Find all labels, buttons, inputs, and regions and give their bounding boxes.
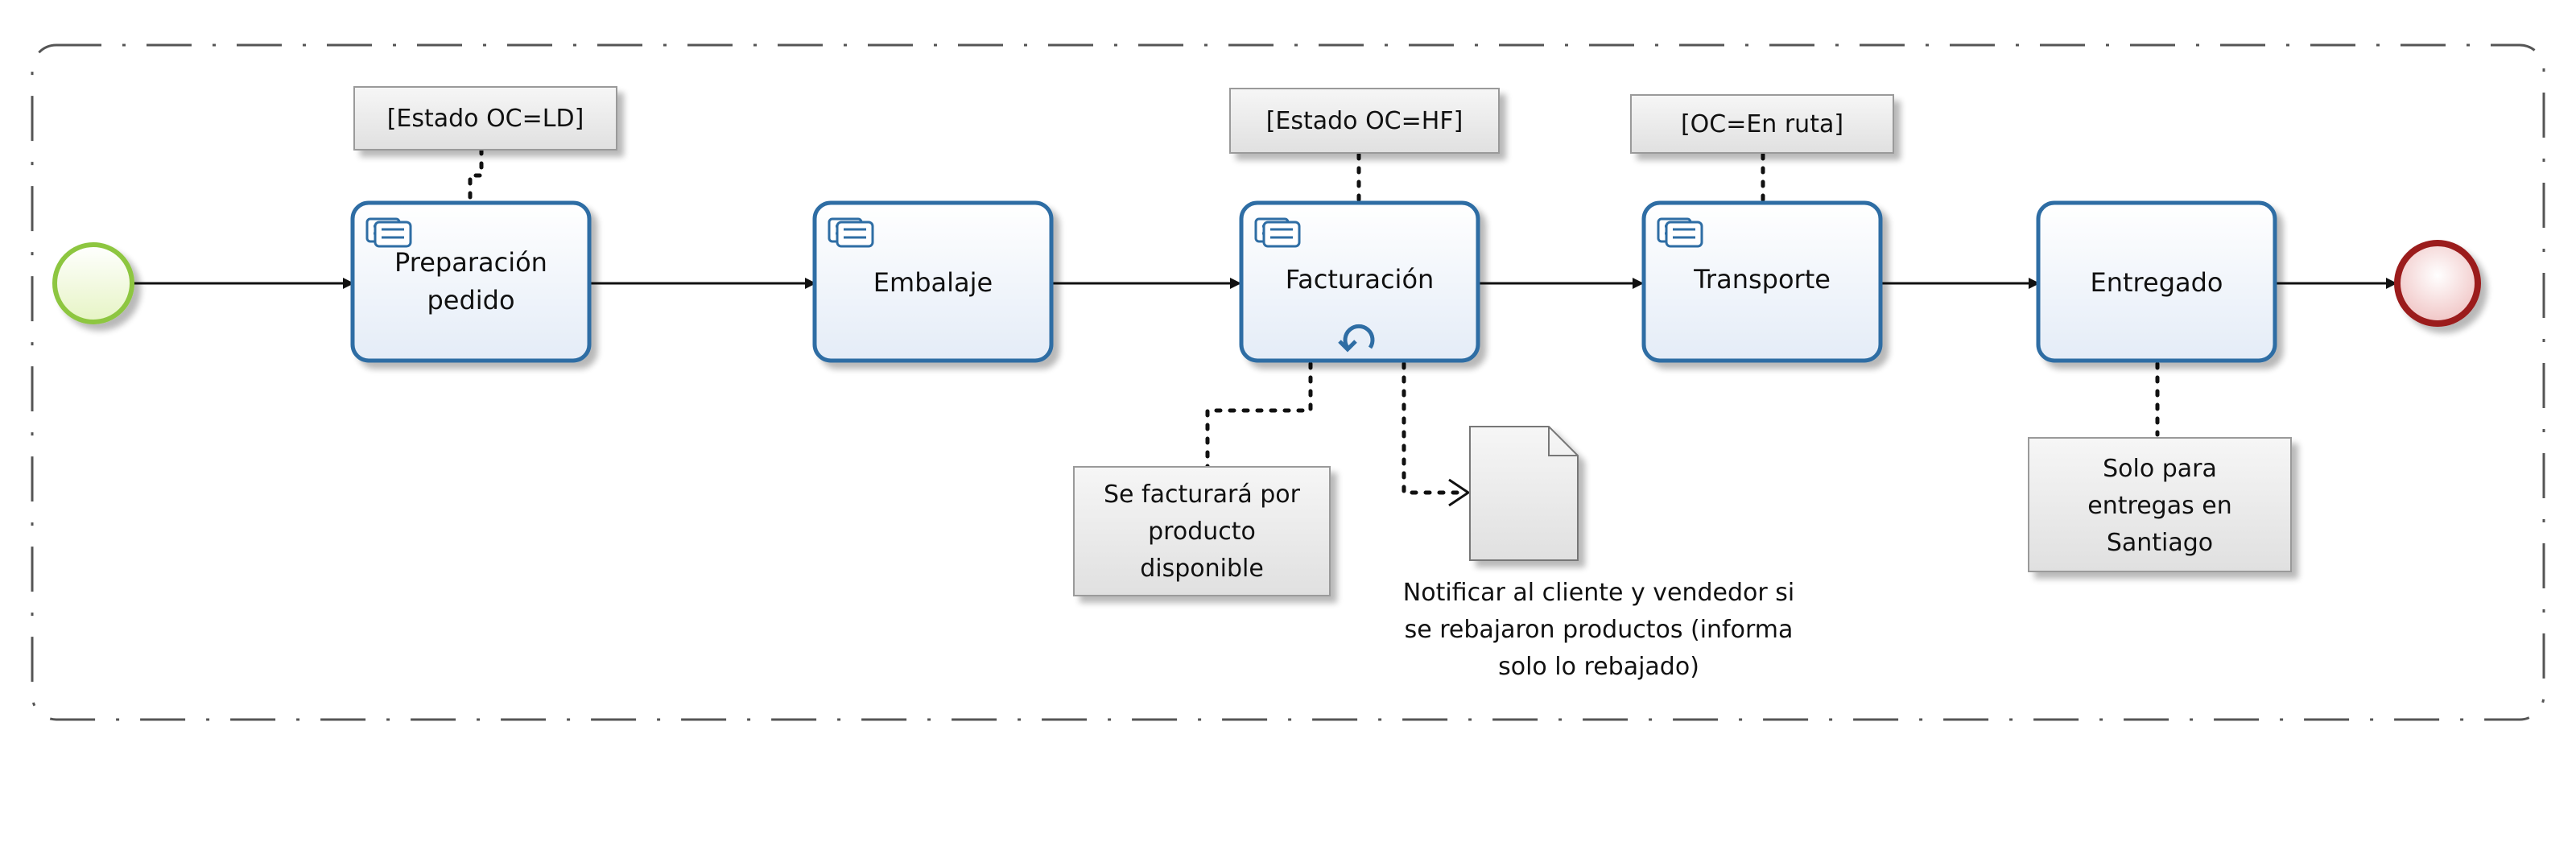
user-task-icon (828, 217, 874, 248)
annotation-facturacion[interactable]: Se facturará por producto disponible (1073, 466, 1331, 596)
association-arrowhead (1448, 478, 1471, 507)
task-preparacion[interactable]: Preparación pedido (350, 200, 592, 363)
document-notificacion-line-3: solo lo rebajado) (1498, 653, 1699, 681)
task-facturacion-label: Facturación (1286, 264, 1435, 295)
task-preparacion-line-2: pedido (427, 285, 514, 316)
end-event-icon[interactable] (2394, 240, 2481, 327)
condition-estado-ld[interactable]: [Estado OC=LD] (353, 86, 617, 151)
task-facturacion[interactable]: Facturación (1239, 200, 1480, 363)
task-transporte-label: Transporte (1693, 264, 1831, 295)
condition-estado-hf-text: [Estado OC=HF] (1266, 107, 1463, 135)
document-icon (1469, 426, 1579, 561)
loop-icon (1338, 324, 1375, 353)
annotation-entregas[interactable]: Solo para entregas en Santiago (2028, 437, 2292, 572)
task-transporte[interactable]: Transporte (1641, 200, 1883, 363)
condition-estado-hf[interactable]: [Estado OC=HF] (1229, 88, 1500, 154)
start-event-icon[interactable] (52, 242, 134, 324)
annotation-facturacion-line-1: Se facturará por (1104, 481, 1301, 509)
annotation-entregas-line-1: Solo para (2103, 455, 2217, 483)
association-ld (468, 147, 484, 205)
task-embalaje-label: Embalaje (873, 267, 993, 298)
task-entregado-label: Entregado (2091, 267, 2223, 298)
condition-en-ruta[interactable]: [OC=En ruta] (1630, 94, 1894, 154)
annotation-entregas-line-3: Santiago (2107, 529, 2213, 557)
user-task-icon (1657, 217, 1703, 248)
task-embalaje[interactable]: Embalaje (812, 200, 1054, 363)
task-entregado[interactable]: Entregado (2036, 200, 2277, 363)
document-notificacion[interactable]: Notificar al cliente y vendedor si se re… (1403, 426, 1794, 681)
user-task-icon (365, 217, 412, 248)
document-notificacion-line-2: se rebajaron productos (informa (1405, 616, 1794, 644)
condition-estado-ld-text: [Estado OC=LD] (387, 105, 584, 133)
annotation-facturacion-line-3: disponible (1140, 555, 1264, 583)
user-task-icon (1254, 217, 1301, 248)
association-facturacion-document (1402, 361, 1466, 495)
condition-en-ruta-text: [OC=En ruta] (1681, 110, 1843, 138)
annotation-facturacion-line-2: producto (1148, 518, 1256, 546)
association-facturacion-note (1205, 361, 1313, 469)
document-notificacion-line-1: Notificar al cliente y vendedor si (1403, 579, 1794, 607)
annotation-entregas-line-2: entregas en (2087, 492, 2231, 520)
group-boundary (31, 43, 2545, 721)
task-preparacion-line-1: Preparación (394, 247, 547, 278)
associations (468, 147, 2160, 495)
